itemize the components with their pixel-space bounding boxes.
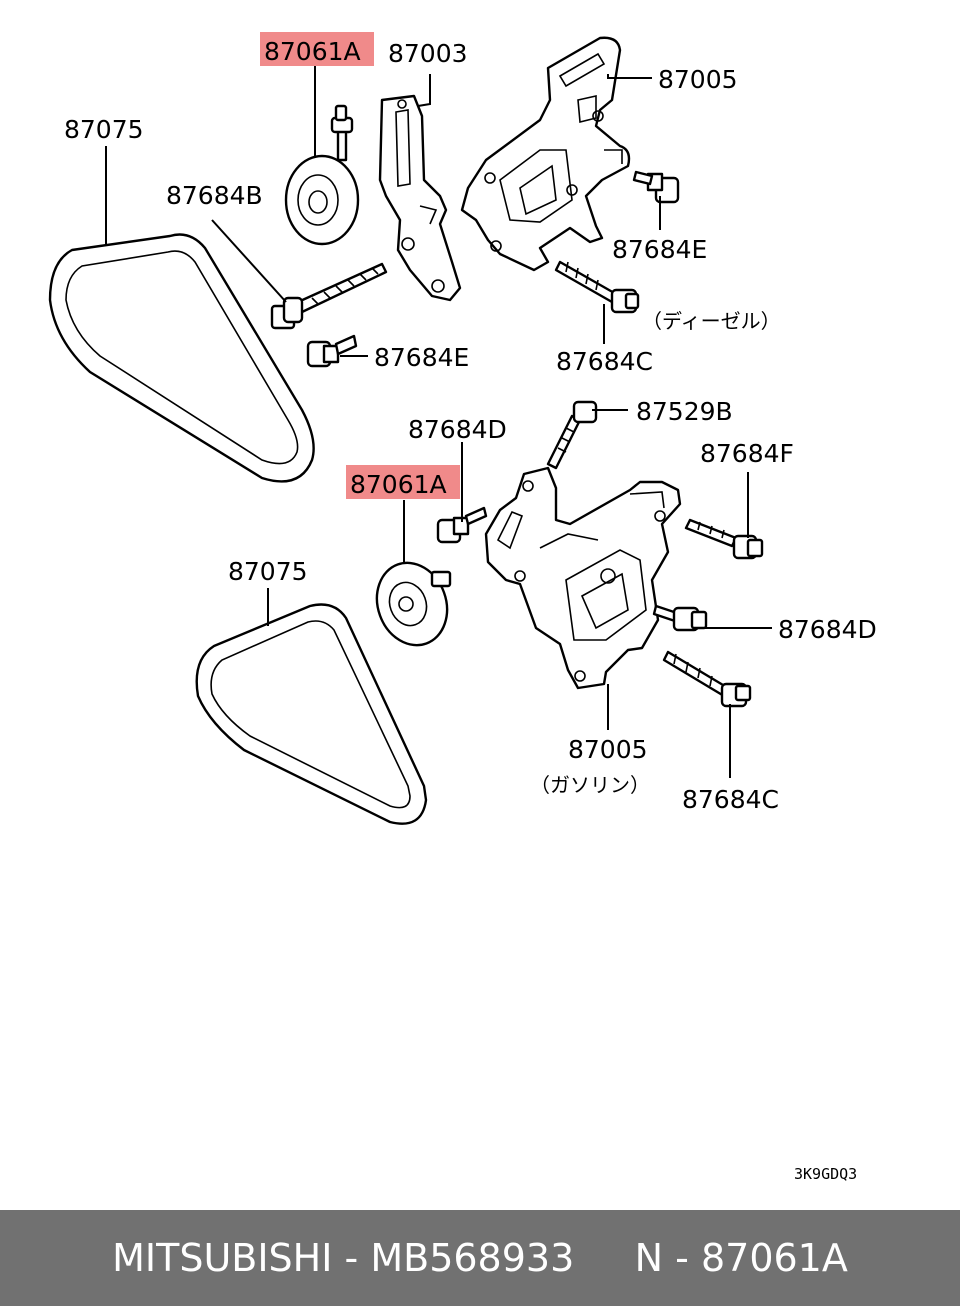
- label-tensioner-arm: 87003: [388, 39, 468, 68]
- bolt-d-left: [436, 506, 488, 544]
- label-bolt-c-top: 87684C: [556, 347, 653, 376]
- footer-bar: MITSUBISHI - MB568933 N - 87061A: [0, 1210, 960, 1306]
- label-bolt-c-bottom: 87684C: [682, 785, 779, 814]
- bolt-529b: [546, 400, 598, 470]
- label-bolt-b: 87684B: [166, 181, 263, 210]
- bolt-c-bottom: [662, 650, 752, 708]
- belt-bottom: [195, 603, 428, 825]
- bracket-top: [460, 36, 631, 272]
- label-bracket-bottom: 87005: [568, 735, 648, 764]
- bolt-e-left: [306, 334, 358, 368]
- label-bolt-f: 87684F: [700, 439, 794, 468]
- pulley-bottom: [375, 561, 452, 647]
- bolt-e-right: [632, 170, 680, 204]
- footer-part-number: MB568933: [370, 1236, 575, 1280]
- bracket-bottom: [484, 466, 682, 690]
- highlight-box-top: [260, 32, 374, 66]
- pulley-top: [284, 104, 360, 246]
- footer-gap: [574, 1236, 634, 1280]
- footer-separator: -: [332, 1236, 371, 1280]
- bolt-f: [684, 518, 764, 560]
- label-bolt-529b: 87529B: [636, 397, 733, 426]
- label-note-diesel: （ディーゼル）: [642, 309, 781, 333]
- label-bracket-top: 87005: [658, 65, 738, 94]
- leader-lines: [105, 66, 772, 778]
- label-bolt-e-left: 87684E: [374, 343, 469, 372]
- parts-diagram: 87061A 87003 87005 87075 87684B 87684E （…: [48, 32, 877, 1183]
- label-bolt-e-right: 87684E: [612, 235, 707, 264]
- label-pulley-top: 87061A: [264, 37, 361, 66]
- label-pulley-bottom: 87061A: [350, 470, 447, 499]
- highlight-box-bottom: [346, 465, 460, 499]
- label-belt-bottom: 87075: [228, 557, 308, 586]
- bolt-b: [270, 262, 388, 330]
- belt-top: [48, 233, 315, 483]
- drawing-code: 3K9GDQ3: [794, 1165, 857, 1183]
- footer-ref: N - 87061A: [634, 1236, 848, 1280]
- footer-brand: MITSUBISHI: [112, 1236, 333, 1280]
- label-note-gasoline: （ガソリン）: [530, 773, 650, 797]
- bolt-c-top: [554, 260, 640, 314]
- label-bolt-d-right: 87684D: [778, 615, 877, 644]
- label-belt-top: 87075: [64, 115, 144, 144]
- tensioner-arm: [378, 94, 462, 302]
- label-bolt-d-left: 87684D: [408, 415, 507, 444]
- bolt-d-right: [652, 604, 708, 632]
